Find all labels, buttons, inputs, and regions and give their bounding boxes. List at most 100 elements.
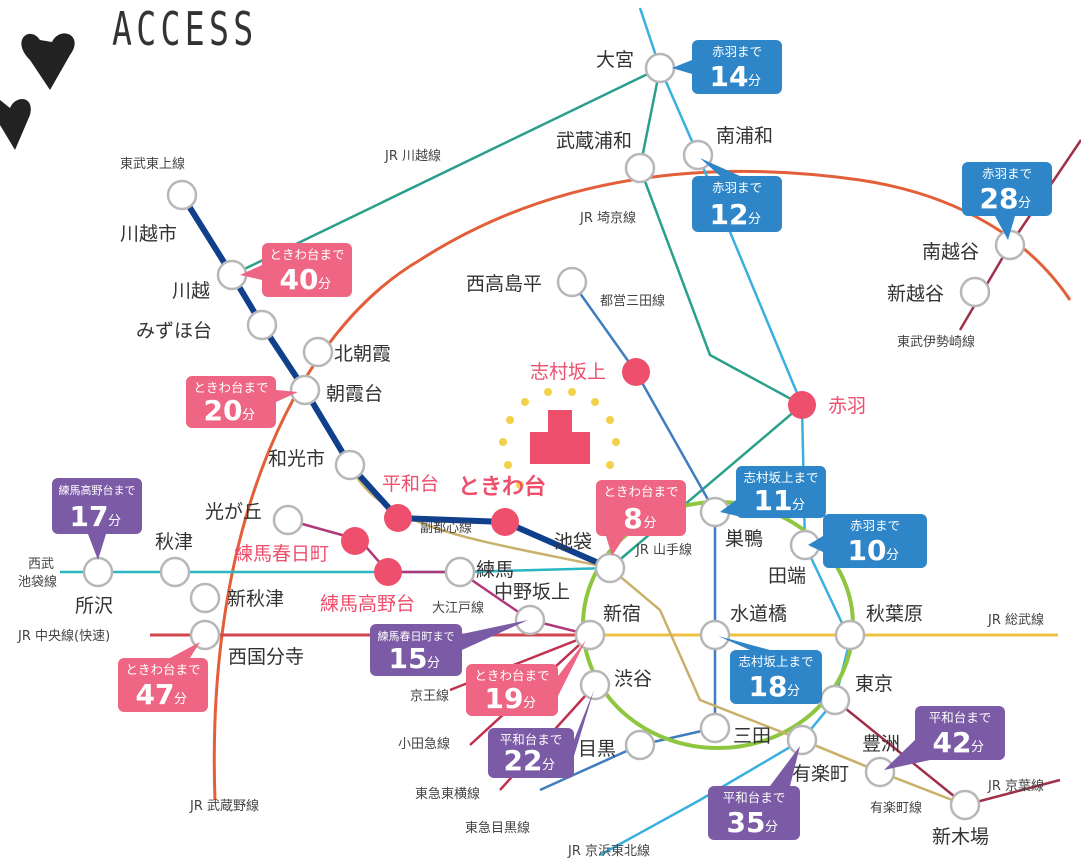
- station-marker-highlight[interactable]: [341, 527, 369, 555]
- station-label: 練馬: [476, 559, 514, 581]
- station-label: 武蔵浦和: [556, 130, 632, 152]
- badge-label: 練馬春日町まで: [378, 629, 455, 643]
- badge-tail: [574, 690, 594, 756]
- station-label: 光が丘: [205, 501, 262, 523]
- badge-unit: 分: [542, 758, 555, 773]
- station-label: 中野坂上: [494, 581, 570, 603]
- badge-minutes: 18: [749, 670, 788, 703]
- badge-minutes: 14: [710, 60, 749, 93]
- badge-minutes: 17: [70, 500, 109, 533]
- station-marker[interactable]: [514, 604, 546, 636]
- line-label: 東急目黒線: [465, 820, 530, 836]
- badge-minutes: 11: [754, 484, 793, 517]
- line-label: JR 京葉線: [987, 778, 1044, 794]
- station-label: 巣鴨: [725, 528, 763, 550]
- line-label: 都営三田線: [600, 293, 665, 309]
- badge-box: [262, 243, 352, 297]
- badge-label: ときわ台まで: [474, 668, 549, 683]
- station-marker[interactable]: [334, 449, 366, 481]
- badge-minutes: 8: [623, 502, 642, 535]
- badge-label: 志村坂上まで: [743, 470, 818, 485]
- station-marker[interactable]: [834, 619, 866, 651]
- line-jr-saikyo: [609, 67, 805, 569]
- badge-box: [708, 786, 800, 840]
- badge-label: 赤羽まで: [850, 518, 900, 533]
- station-marker[interactable]: [594, 552, 626, 584]
- station-marker[interactable]: [444, 556, 476, 588]
- station-marker-highlight[interactable]: [491, 508, 519, 536]
- line-label: 有楽町線: [870, 800, 922, 816]
- badge-box: [186, 376, 276, 428]
- station-marker[interactable]: [579, 669, 611, 701]
- badge-label: 志村坂上まで: [738, 654, 813, 669]
- station-label: 有楽町: [792, 763, 849, 785]
- station-marker[interactable]: [699, 619, 731, 651]
- tokiwadai-building-icon: [499, 388, 620, 489]
- station-label: 水道橋: [730, 603, 787, 625]
- station-marker-highlight[interactable]: [788, 391, 816, 419]
- station-marker[interactable]: [272, 504, 304, 536]
- station-marker[interactable]: [159, 556, 191, 588]
- badge-minutes: 40: [280, 263, 319, 296]
- station-marker[interactable]: [189, 582, 221, 614]
- badge-tail: [700, 158, 740, 176]
- badge-minutes: 35: [727, 806, 766, 839]
- station-label: 東京: [855, 673, 893, 695]
- badge-box: [488, 728, 574, 778]
- line-seibu-ikebukuro: [60, 566, 611, 574]
- badge-unit: 分: [792, 498, 805, 513]
- station-marker[interactable]: [864, 756, 896, 788]
- station-marker[interactable]: [959, 276, 991, 308]
- station-marker[interactable]: [574, 619, 606, 651]
- station-marker-highlight[interactable]: [622, 358, 650, 386]
- station-marker-highlight[interactable]: [384, 504, 412, 532]
- line-label: JR 川越線: [384, 148, 441, 164]
- station-label: 所沢: [75, 595, 113, 617]
- badge-label: ときわ台まで: [193, 380, 268, 395]
- badge-tail: [718, 636, 770, 650]
- badge-minutes: 22: [504, 744, 543, 777]
- station-marker[interactable]: [786, 724, 818, 756]
- station-marker[interactable]: [166, 179, 198, 211]
- station-marker[interactable]: [289, 374, 321, 406]
- station-marker[interactable]: [994, 229, 1026, 261]
- station-label: 和光市: [268, 448, 325, 470]
- badge-tail: [558, 640, 586, 696]
- badge-box: [823, 514, 927, 568]
- station-label: 池袋: [554, 531, 592, 553]
- station-marker-highlight[interactable]: [374, 558, 402, 586]
- station-marker[interactable]: [699, 712, 731, 744]
- badge-label: 平和台まで: [500, 732, 563, 747]
- line-label: 東急東横線: [415, 786, 480, 802]
- station-label: 南越谷: [922, 241, 979, 263]
- badge-tail: [808, 536, 823, 552]
- badge-box: [915, 706, 1005, 760]
- badge-unit: 分: [644, 516, 657, 531]
- badge-label: 赤羽まで: [712, 180, 762, 195]
- station-label: 新木場: [932, 826, 989, 848]
- line-label: JR 埼京線: [579, 210, 636, 226]
- station-label: 大宮: [596, 49, 634, 71]
- station-marker[interactable]: [624, 152, 656, 184]
- station-marker[interactable]: [189, 619, 221, 651]
- station-marker[interactable]: [819, 684, 851, 716]
- station-marker[interactable]: [556, 266, 588, 298]
- station-label: 南浦和: [716, 125, 773, 147]
- badge-tail: [240, 265, 262, 280]
- badge-minutes: 15: [389, 642, 428, 675]
- station-label: 新越谷: [887, 283, 944, 305]
- station-label: みずほ台: [136, 320, 212, 342]
- station-marker[interactable]: [624, 729, 656, 761]
- station-marker[interactable]: [82, 556, 114, 588]
- station-marker[interactable]: [246, 309, 278, 341]
- station-label: 渋谷: [614, 668, 652, 690]
- station-marker[interactable]: [302, 336, 334, 368]
- station-marker[interactable]: [644, 52, 676, 84]
- station-marker[interactable]: [949, 789, 981, 821]
- badge-box: [370, 624, 462, 676]
